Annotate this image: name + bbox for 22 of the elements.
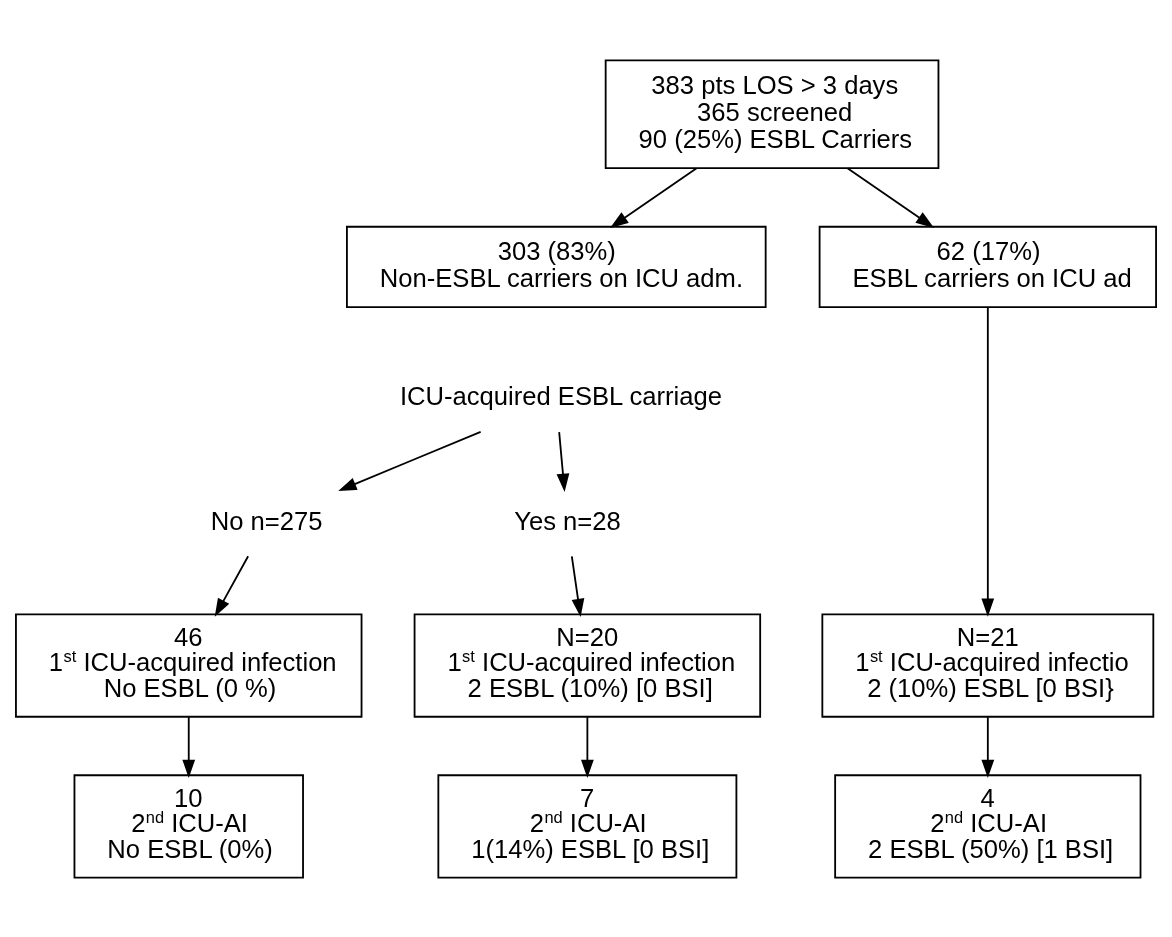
arrow [338,430,482,491]
node-box: 383 pts LOS > 3 days 365 screened 90 (25%) ESBL Carriers [604,58,940,169]
arrow [580,715,594,778]
node-text: ICU-acquired ESBL carriage [399,381,722,410]
node-box: 4 2$^{nd}$ ICU-AI 2 ESBL (50%) [1 BSI] [834,773,1142,879]
node-box: 7 2$^{nd}$ ICU-AI 1(14%) ESBL [0 BSI] [437,773,738,879]
arrow [981,715,995,778]
arrow [570,554,585,617]
node-text: Yes n=28 [514,506,621,535]
arrow [556,430,570,492]
arrow [182,715,196,778]
arrow [846,166,935,228]
node-text: No n=275 [210,506,323,535]
arrow [981,305,995,617]
node-box: 10 2$^{nd}$ ICU-AI No ESBL (0%) [73,773,304,879]
node-box: 46 1$^{st}$ ICU-acquired infection No ESBL (0 %) [15,612,363,718]
arrow [214,554,250,617]
arrow [610,166,698,228]
node-box: 303 (83%) Non-ESBL carriers on ICU adm. [346,225,767,308]
node-box: N=20 1$^{st}$ ICU-acquired infection 2 ESBL (10%) [0 BSI] [413,612,762,718]
node-box: 62 (17%) ESBL carriers on ICU ad [818,225,1157,308]
node-box: N=21 1$^{st}$ ICU-acquired infectio 2 (10%) ESBL [0 BSI} [821,612,1155,718]
